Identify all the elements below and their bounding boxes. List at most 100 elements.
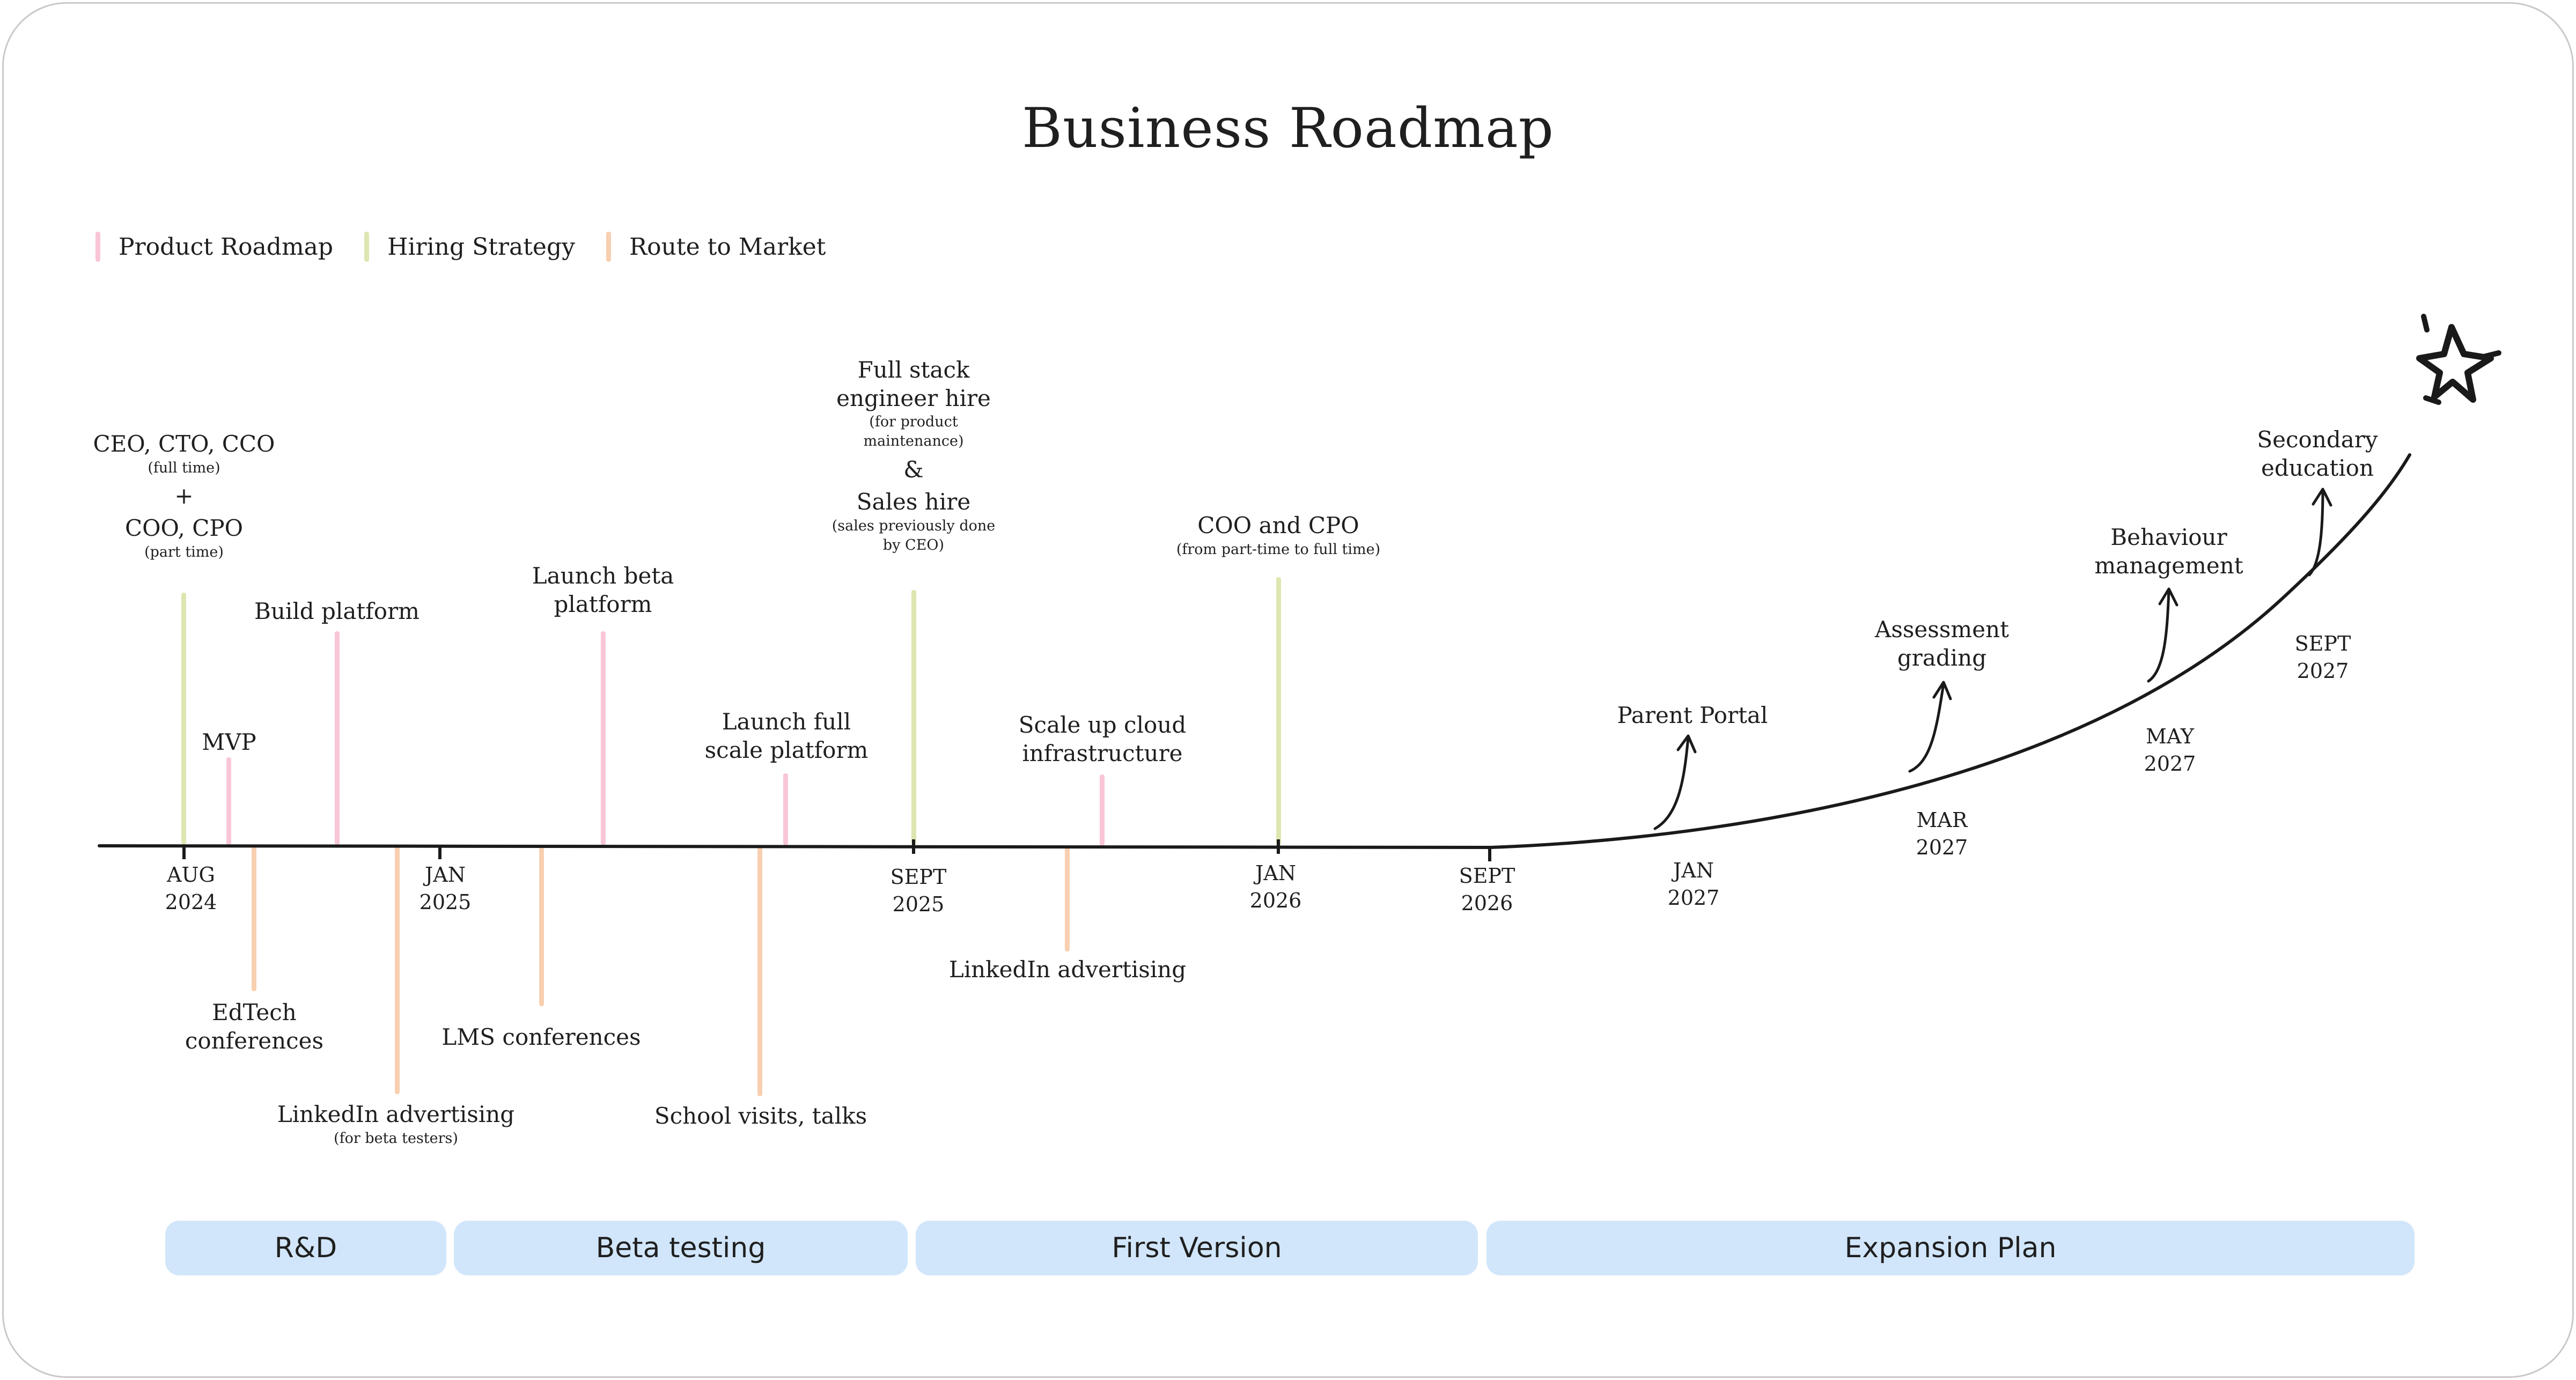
date-year: 2027 bbox=[1667, 886, 1720, 910]
date-year: 2026 bbox=[1461, 891, 1513, 916]
label-plus: + bbox=[174, 482, 194, 509]
date-jan2027: JAN 2027 bbox=[1668, 857, 1720, 912]
date-sept2026: SEPT 2026 bbox=[1459, 862, 1515, 918]
legend-swatch-pink bbox=[95, 232, 100, 262]
market-linkedin-beta: LinkedIn advertising (for beta testers) bbox=[277, 1101, 514, 1148]
arrow-behaviour bbox=[2147, 587, 2178, 683]
label-line: EdTech bbox=[212, 999, 297, 1025]
label-note: (part time) bbox=[144, 543, 224, 560]
date-sept2027: SEPT 2027 bbox=[2295, 630, 2351, 685]
label-note: (from part-time to full time) bbox=[1176, 541, 1381, 558]
date-jan2025: JAN 2025 bbox=[419, 861, 472, 917]
label-note: (full time) bbox=[148, 459, 220, 476]
legend-label: Product Roadmap bbox=[119, 233, 334, 261]
legend-label: Hiring Strategy bbox=[387, 233, 575, 261]
label-note: maintenance) bbox=[863, 433, 964, 450]
product-launch-full: Launch full scale platform bbox=[705, 708, 869, 764]
label-line: Launch beta bbox=[532, 563, 674, 589]
label-line: Secondary bbox=[2257, 426, 2378, 453]
date-month: SEPT bbox=[1459, 864, 1515, 888]
phase-first-version: First Version bbox=[916, 1221, 1478, 1275]
arrow-assessment bbox=[1908, 681, 1952, 773]
phase-expansion-plan: Expansion Plan bbox=[1486, 1221, 2415, 1275]
date-month: JAN bbox=[1673, 859, 1714, 882]
star-icon bbox=[2412, 314, 2501, 407]
label-line: Scale up cloud bbox=[1018, 712, 1187, 738]
label-line: Sales hire bbox=[856, 489, 971, 515]
phase-beta-testing: Beta testing bbox=[454, 1221, 908, 1275]
label-line: CEO, CTO, CCO bbox=[93, 431, 275, 457]
label-line: education bbox=[2261, 454, 2374, 481]
hiring-bar-founders bbox=[181, 593, 186, 845]
date-year: 2027 bbox=[2297, 659, 2349, 683]
date-year: 2025 bbox=[419, 890, 472, 914]
product-scale-cloud: Scale up cloud infrastructure bbox=[1019, 711, 1186, 768]
date-aug2024: AUG 2024 bbox=[165, 861, 217, 917]
date-month: MAY bbox=[2146, 725, 2194, 748]
label-line: Assessment bbox=[1874, 616, 2010, 643]
hiring-engineer: Full stack engineer hire (for product ma… bbox=[832, 356, 995, 556]
product-build-platform: Build platform bbox=[254, 598, 419, 624]
hiring-bar-engineer bbox=[911, 590, 916, 845]
date-month: SEPT bbox=[890, 865, 947, 889]
product-bar-full bbox=[783, 773, 788, 845]
market-lms: LMS conferences bbox=[441, 1024, 641, 1050]
product-bar-build bbox=[335, 631, 340, 845]
legend-item-hiring-strategy: Hiring Strategy bbox=[364, 232, 575, 262]
label-line: grading bbox=[1897, 644, 1987, 671]
arrow-parent-portal bbox=[1653, 734, 1697, 830]
date-may2027: MAY 2027 bbox=[2144, 723, 2196, 778]
legend: Product Roadmap Hiring Strategy Route to… bbox=[95, 231, 857, 263]
product-bar-beta bbox=[601, 631, 606, 845]
market-bar-lms bbox=[539, 846, 544, 1006]
market-edtech: EdTech conferences bbox=[185, 999, 323, 1055]
market-bar-edtech bbox=[252, 846, 256, 991]
label-line: Behaviour bbox=[2110, 524, 2227, 550]
label-amp: & bbox=[903, 456, 924, 483]
timeline-line bbox=[98, 453, 2411, 850]
label-line: conferences bbox=[185, 1027, 324, 1054]
product-bar-cloud bbox=[1100, 774, 1105, 846]
market-linkedin: LinkedIn advertising bbox=[948, 956, 1187, 983]
hiring-coo-cpo: COO and CPO (from part-time to full time… bbox=[1176, 512, 1380, 559]
legend-item-product-roadmap: Product Roadmap bbox=[95, 232, 333, 262]
market-bar-linkedin-beta bbox=[395, 846, 400, 1094]
date-month: SEPT bbox=[2294, 632, 2351, 655]
market-bar-school bbox=[757, 846, 762, 1096]
label-line: Launch full bbox=[722, 709, 851, 735]
date-month: JAN bbox=[425, 863, 466, 887]
date-jan2026: JAN 2026 bbox=[1250, 860, 1302, 915]
market-bar-linkedin bbox=[1065, 846, 1070, 951]
label-line: LinkedIn advertising bbox=[277, 1101, 515, 1127]
label-line: platform bbox=[554, 591, 652, 617]
date-month: MAR bbox=[1916, 808, 1968, 832]
label-line: COO, CPO bbox=[124, 515, 244, 542]
expansion-parent-portal: Parent Portal bbox=[1617, 702, 1768, 728]
date-month: JAN bbox=[1255, 861, 1296, 885]
label-note: (sales previously done bbox=[831, 517, 996, 534]
market-school: School visits, talks bbox=[654, 1103, 867, 1129]
legend-item-route-to-market: Route to Market bbox=[606, 232, 826, 262]
product-launch-beta: Launch beta platform bbox=[532, 562, 674, 618]
date-mar2027: MAR 2027 bbox=[1916, 807, 1968, 862]
legend-label: Route to Market bbox=[629, 233, 826, 261]
date-month: AUG bbox=[167, 863, 215, 887]
product-bar-mvp bbox=[226, 757, 231, 845]
label-line: Full stack bbox=[857, 357, 970, 383]
label-line: infrastructure bbox=[1022, 740, 1183, 766]
label-note: (for beta testers) bbox=[334, 1130, 458, 1147]
date-year: 2027 bbox=[1916, 836, 1968, 860]
expansion-assessment: Assessment grading bbox=[1875, 616, 2009, 672]
product-mvp: MVP bbox=[202, 729, 256, 755]
hiring-bar-coo-cpo bbox=[1276, 577, 1281, 845]
page-title: Business Roadmap bbox=[1022, 97, 1554, 160]
legend-swatch-green bbox=[364, 232, 370, 262]
expansion-behaviour: Behaviour management bbox=[2094, 523, 2243, 580]
label-note: (for product bbox=[869, 414, 958, 430]
label-line: COO and CPO bbox=[1197, 512, 1359, 538]
label-line: management bbox=[2094, 552, 2243, 579]
date-sept2025: SEPT 2025 bbox=[890, 864, 947, 919]
